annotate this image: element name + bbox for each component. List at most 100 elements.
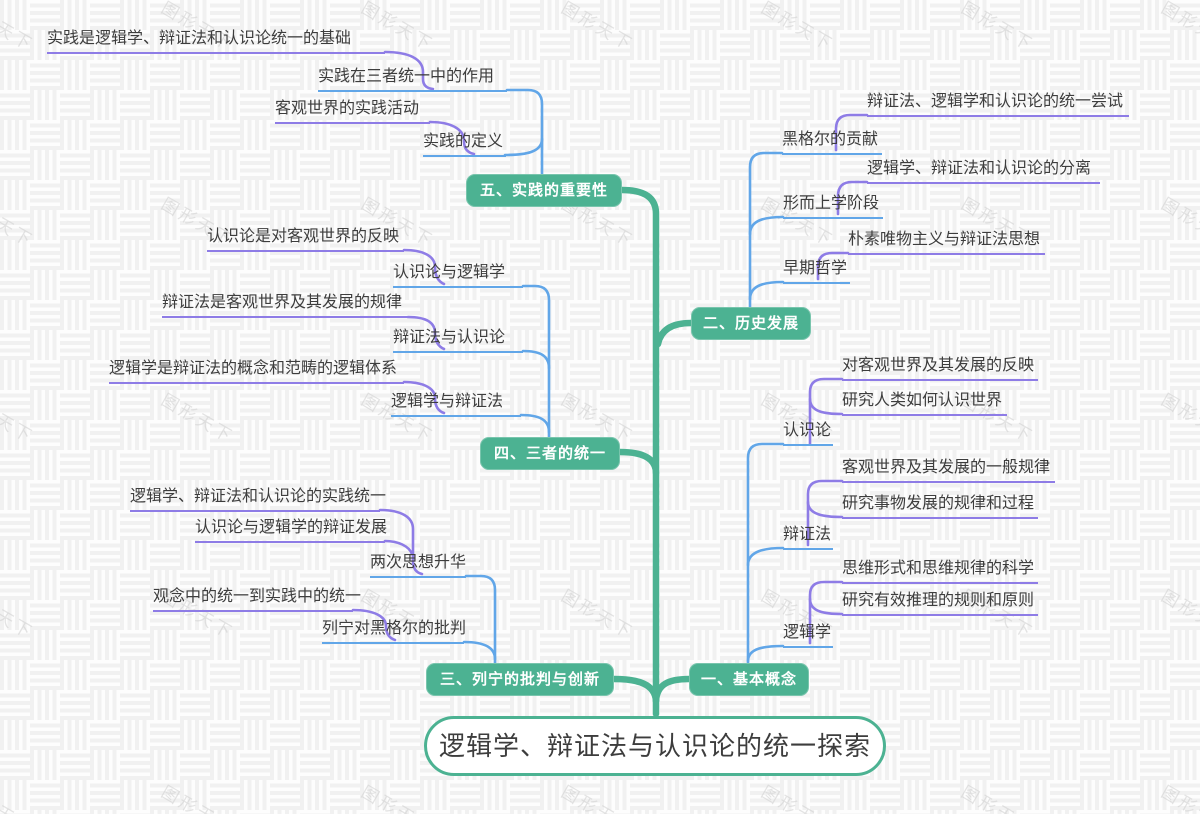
detail-item[interactable]: 思维形式和思维规律的科学 bbox=[842, 558, 1038, 584]
pattern-cell bbox=[870, 570, 900, 600]
pattern-cell bbox=[540, 780, 570, 810]
pattern-cell bbox=[570, 570, 600, 600]
pattern-cell bbox=[780, 510, 810, 540]
subtopic-practice-definition[interactable]: 实践的定义 bbox=[423, 131, 506, 157]
topic-unity-of-three[interactable]: 四、三者的统一 bbox=[480, 437, 620, 470]
pattern-cell bbox=[570, 120, 600, 150]
pattern-cell bbox=[1020, 780, 1050, 810]
pattern-cell bbox=[750, 60, 780, 90]
topic-basic-concepts[interactable]: 一、基本概念 bbox=[689, 663, 809, 696]
pattern-cell bbox=[150, 630, 180, 660]
pattern-cell bbox=[60, 420, 90, 450]
pattern-cell bbox=[720, 630, 750, 660]
detail-item[interactable]: 研究有效推理的规则和原则 bbox=[842, 590, 1038, 616]
pattern-cell bbox=[240, 30, 270, 60]
pattern-cell bbox=[540, 60, 570, 90]
pattern-cell bbox=[990, 720, 1020, 750]
detail-item[interactable]: 逻辑学是辩证法的概念和范畴的逻辑体系 bbox=[109, 358, 404, 384]
subtopic-lenin-on-hegel[interactable]: 列宁对黑格尔的批判 bbox=[322, 618, 466, 644]
subtopic-practice-role[interactable]: 实践在三者统一中的作用 bbox=[318, 66, 507, 92]
pattern-cell bbox=[30, 570, 60, 600]
pattern-cell bbox=[180, 660, 210, 690]
pattern-cell bbox=[720, 450, 750, 480]
root-topic[interactable]: 逻辑学、辩证法与认识论的统一探索 bbox=[424, 716, 886, 776]
detail-item[interactable]: 辩证法、逻辑学和认识论的统一尝试 bbox=[867, 91, 1129, 117]
pattern-cell bbox=[210, 630, 240, 660]
pattern-cell bbox=[1170, 150, 1200, 180]
pattern-cell bbox=[0, 90, 30, 120]
pattern-cell bbox=[120, 240, 150, 270]
pattern-cell bbox=[450, 630, 480, 660]
detail-item[interactable]: 逻辑学、辩证法和认识论的实践统一 bbox=[130, 486, 386, 512]
subtopic-two-sublimations[interactable]: 两次思想升华 bbox=[370, 552, 466, 578]
pattern-cell bbox=[900, 690, 930, 720]
subtopic-dialectics-epistemology[interactable]: 辩证法与认识论 bbox=[393, 327, 523, 353]
detail-item[interactable]: 朴素唯物主义与辩证法思想 bbox=[848, 229, 1045, 255]
subtopic-logic-dialectics[interactable]: 逻辑学与辩证法 bbox=[391, 391, 521, 417]
pattern-cell bbox=[450, 210, 480, 240]
topic-lenin-critique[interactable]: 三、列宁的批判与创新 bbox=[426, 663, 614, 696]
pattern-cell bbox=[300, 510, 330, 540]
pattern-cell bbox=[240, 180, 270, 210]
pattern-cell bbox=[1140, 90, 1170, 120]
detail-item[interactable]: 认识论与逻辑学的辩证发展 bbox=[195, 517, 387, 543]
pattern-cell bbox=[1140, 330, 1170, 360]
pattern-cell bbox=[240, 810, 270, 814]
pattern-cell bbox=[120, 330, 150, 360]
pattern-cell bbox=[180, 390, 210, 420]
detail-item[interactable]: 客观世界的实践活动 bbox=[275, 98, 430, 124]
subtopic-hegel[interactable]: 黑格尔的贡献 bbox=[782, 129, 882, 155]
pattern-cell bbox=[1020, 180, 1050, 210]
pattern-cell bbox=[300, 600, 330, 630]
pattern-cell bbox=[1080, 660, 1110, 690]
pattern-cell bbox=[870, 150, 900, 180]
pattern-cell bbox=[810, 300, 840, 330]
detail-item[interactable]: 认识论是对客观世界的反映 bbox=[207, 226, 404, 252]
subtopic-metaphysics-stage[interactable]: 形而上学阶段 bbox=[783, 193, 883, 219]
pattern-cell bbox=[1050, 360, 1080, 390]
detail-item[interactable]: 辩证法是客观世界及其发展的规律 bbox=[162, 292, 408, 318]
subtopic-epistemology[interactable]: 认识论 bbox=[783, 420, 833, 446]
subtopic-logic[interactable]: 逻辑学 bbox=[783, 622, 833, 648]
pattern-cell bbox=[840, 180, 870, 210]
pattern-cell bbox=[420, 210, 450, 240]
subtopic-early-philosophy[interactable]: 早期哲学 bbox=[783, 258, 850, 284]
pattern-cell bbox=[690, 30, 720, 60]
pattern-cell bbox=[1020, 420, 1050, 450]
subtopic-epistemology-logic[interactable]: 认识论与逻辑学 bbox=[393, 262, 523, 288]
pattern-cell bbox=[870, 780, 900, 810]
detail-item[interactable]: 观念中的统一到实践中的统一 bbox=[153, 586, 361, 612]
detail-item[interactable]: 研究人类如何认识世界 bbox=[842, 390, 1007, 416]
detail-item[interactable]: 客观世界及其发展的一般规律 bbox=[842, 457, 1055, 483]
pattern-cell bbox=[330, 330, 360, 360]
pattern-cell bbox=[300, 540, 330, 570]
pattern-cell bbox=[750, 120, 780, 150]
pattern-cell bbox=[150, 330, 180, 360]
pattern-cell bbox=[0, 150, 30, 180]
pattern-cell bbox=[690, 540, 720, 570]
pattern-cell bbox=[1080, 360, 1110, 390]
pattern-cell bbox=[1110, 570, 1140, 600]
pattern-cell bbox=[0, 420, 30, 450]
pattern-cell bbox=[0, 600, 30, 630]
pattern-cell bbox=[1140, 210, 1170, 240]
pattern-cell bbox=[960, 120, 990, 150]
topic-practice-importance[interactable]: 五、实践的重要性 bbox=[466, 174, 622, 207]
pattern-cell bbox=[60, 270, 90, 300]
detail-item[interactable]: 逻辑学、辩证法和认识论的分离 bbox=[867, 158, 1100, 184]
subtopic-dialectics[interactable]: 辩证法 bbox=[783, 524, 833, 550]
pattern-cell bbox=[360, 330, 390, 360]
pattern-cell bbox=[30, 450, 60, 480]
pattern-cell bbox=[270, 630, 300, 660]
detail-item[interactable]: 对客观世界及其发展的反映 bbox=[842, 355, 1038, 381]
pattern-cell bbox=[360, 0, 390, 30]
detail-item[interactable]: 研究事物发展的规律和过程 bbox=[842, 493, 1038, 519]
pattern-cell bbox=[480, 120, 510, 150]
pattern-cell bbox=[120, 390, 150, 420]
pattern-cell bbox=[300, 360, 330, 390]
pattern-cell bbox=[1110, 630, 1140, 660]
pattern-cell bbox=[150, 390, 180, 420]
pattern-cell bbox=[870, 810, 900, 814]
detail-item[interactable]: 实践是逻辑学、辩证法和认识论统一的基础 bbox=[47, 28, 385, 54]
topic-history[interactable]: 二、历史发展 bbox=[691, 307, 811, 340]
